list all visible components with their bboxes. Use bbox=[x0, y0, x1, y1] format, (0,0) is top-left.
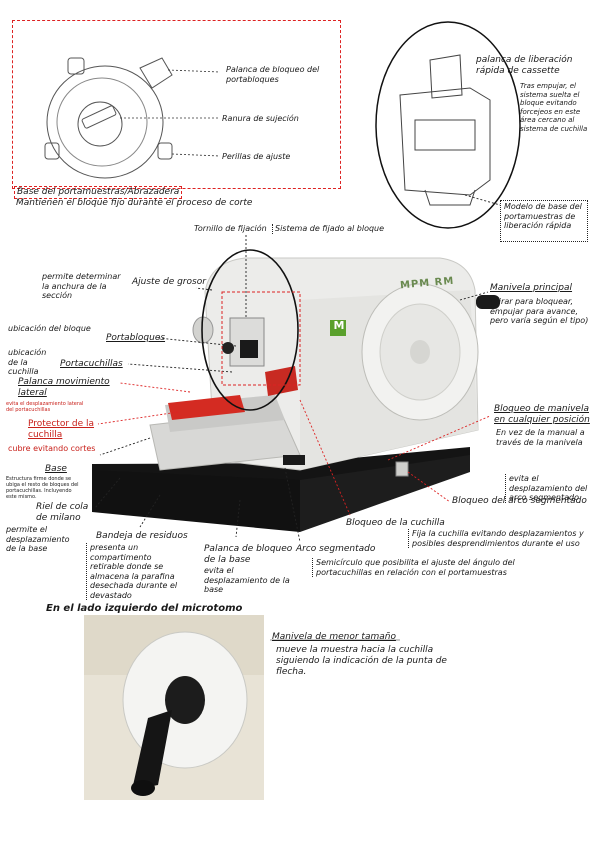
label-palanca-liberacion: palanca de liberación rápida de cassette bbox=[476, 55, 573, 76]
label-ranura: Ranura de sujeción bbox=[222, 114, 299, 123]
label-palanca-base-desc: evita el desplazamiento de la base bbox=[204, 566, 290, 594]
label-grosor: Ajuste de grosor bbox=[132, 277, 206, 287]
label-bloqueo-manivela-desc: En vez de la manual a través de la maniv… bbox=[496, 428, 585, 447]
label-palanca-liberacion-desc: Tras empujar, el sistema suelta el bloqu… bbox=[520, 82, 588, 133]
label-base-portamuestras: Base del portamuestras/Abrazadera bbox=[14, 186, 183, 199]
label-sistema-fijado: Sistema de fijado al bloque bbox=[272, 224, 384, 234]
label-palanca-mov: Palanca movimiento lateral bbox=[18, 377, 110, 398]
microtome-machine bbox=[92, 257, 500, 532]
label-palanca-bloqueo: Palanca de bloqueo del portabloques bbox=[226, 65, 320, 84]
label-ubic-cuchilla: ubicación de la cuchilla bbox=[8, 348, 47, 376]
modelo-box bbox=[500, 200, 588, 242]
label-manivela-desc: ( tirar para bloquear, empujar para avan… bbox=[490, 297, 589, 325]
label-bandeja-desc: presenta un compartimento retirable dond… bbox=[86, 543, 180, 600]
label-riel-desc: permite el desplazamiento de la base bbox=[6, 525, 70, 553]
label-bandeja: Bandeja de residuos bbox=[96, 531, 188, 541]
label-tornillo: Tornillo de fijación bbox=[194, 224, 267, 233]
label-palanca-base: Palanca de bloqueo de la base bbox=[204, 544, 293, 565]
label-grosor-desc: permite determinar la anchura de la secc… bbox=[42, 272, 121, 300]
label-modelo-base: Modelo de base del portamuestras de libe… bbox=[504, 202, 582, 230]
label-portabloques: Portabloques bbox=[106, 333, 166, 343]
bottom-heading: En el lado izquierdo del microtomo bbox=[46, 603, 243, 614]
label-bloqueo-arco-desc: evita el desplazamiento del arco segment… bbox=[505, 474, 597, 503]
label-riel: Riel de cola de milano bbox=[36, 502, 89, 523]
top-right-circle bbox=[375, 21, 521, 229]
label-arco-desc: Semicírculo que posibilita el ajuste del… bbox=[312, 558, 546, 577]
label-ubic-bloque: ubicación del bloque bbox=[8, 324, 91, 333]
label-manivela-principal: Manivela principal bbox=[490, 283, 573, 293]
label-bloqueo-manivela: Bloqueo de manivela en cualquier posició… bbox=[494, 404, 590, 425]
top-left-frame bbox=[12, 20, 341, 189]
specimen-holder-drawing bbox=[44, 57, 173, 179]
label-protector: Protector de la cuchilla bbox=[28, 419, 95, 440]
holder-highlight-ellipse bbox=[201, 249, 299, 411]
label-base: Base bbox=[45, 464, 67, 474]
label-protector-desc: cubre evitando cortes bbox=[8, 444, 96, 453]
label-manivela-menor: Manivela de menor tamaño bbox=[272, 632, 396, 642]
label-palanca-mov-desc: evita el desplazamiento lateral del port… bbox=[6, 401, 84, 413]
label-arco: Arco segmentado bbox=[296, 544, 376, 554]
label-base-desc: Estructura firme donde se ubiga el resto… bbox=[6, 476, 79, 500]
label-bloqueo-arco: Bloqueo del arco segmentado bbox=[452, 496, 587, 506]
label-manivela-menor-desc: mueve la muestra hacia la cuchilla sigui… bbox=[276, 645, 447, 677]
small-handwheel-photo bbox=[84, 615, 264, 800]
label-base-portamuestras-desc: Mantienen el bloque fijo durante el proc… bbox=[16, 198, 253, 208]
label-bloqueo-cuchilla: Bloqueo de la cuchilla bbox=[346, 518, 445, 528]
label-perillas: Perillas de ajuste bbox=[222, 152, 291, 161]
label-bloqueo-cuchilla-desc: Fija la cuchilla evitando desplazamiento… bbox=[408, 529, 597, 548]
label-portacuchillas: Portacuchillas bbox=[60, 359, 123, 369]
brand-logo: M bbox=[333, 319, 345, 332]
